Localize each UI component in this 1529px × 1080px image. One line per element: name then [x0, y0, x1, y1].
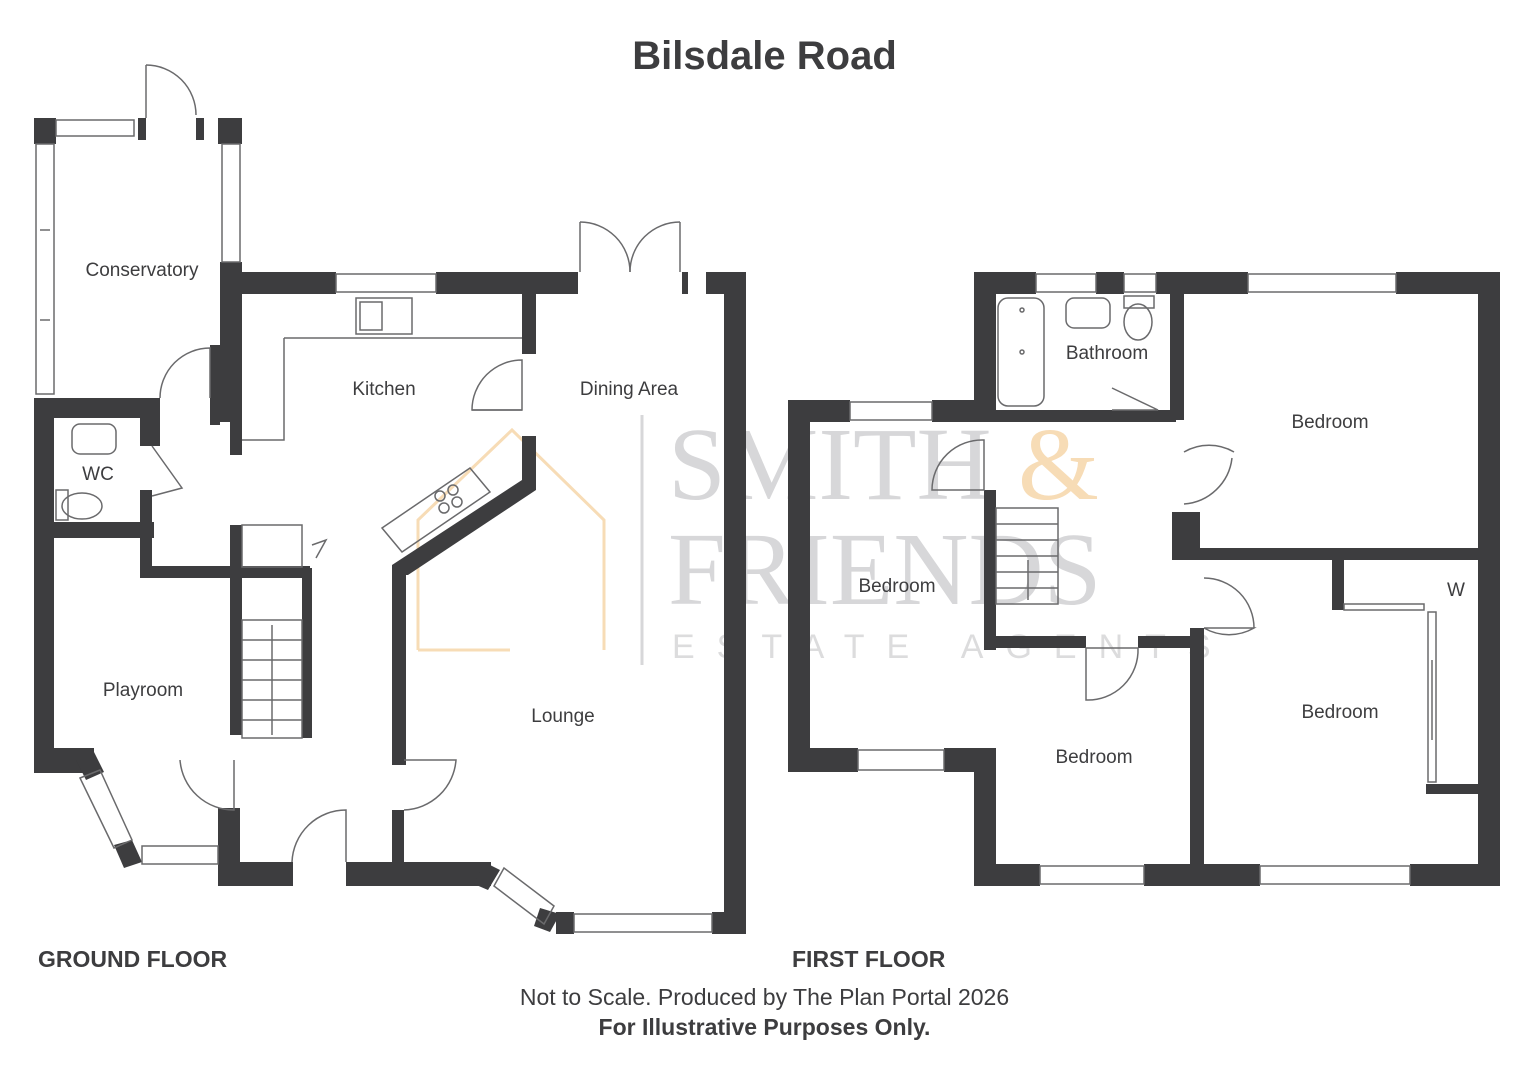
first-floor-label: FIRST FLOOR: [792, 946, 946, 972]
room-label-dining-area: Dining Area: [579, 379, 679, 400]
watermark-ampersand: &: [1018, 407, 1099, 522]
room-label-kitchen: Kitchen: [352, 379, 416, 400]
watermark-smith: SMITH: [668, 407, 992, 522]
windows-doors-ground: [35, 64, 713, 933]
room-label-wc: WC: [82, 464, 114, 485]
room-label-conservatory: Conservatory: [85, 260, 199, 281]
walls-first-floor: [788, 272, 1500, 886]
plan-title: Bilsdale Road: [632, 34, 897, 78]
windows-doors-first: [849, 273, 1437, 885]
ground-floor-label: GROUND FLOOR: [38, 946, 228, 972]
footer-illustrative-note: For Illustrative Purposes Only.: [598, 1014, 931, 1040]
room-label-bedroom-left: Bedroom: [858, 576, 936, 597]
room-label-bedroom-front-middle: Bedroom: [1055, 747, 1133, 768]
room-label-wardrobe: W: [1447, 580, 1465, 601]
footer-disclaimer: Not to Scale. Produced by The Plan Porta…: [519, 984, 1010, 1010]
room-label-playroom: Playroom: [102, 680, 184, 701]
watermark-estate-agents: ESTATE AGENTS: [672, 628, 1233, 666]
walls-ground-floor: [34, 118, 746, 934]
room-label-lounge: Lounge: [531, 706, 595, 727]
room-label-bedroom-rear-right: Bedroom: [1291, 412, 1369, 433]
room-label-bedroom-front-right: Bedroom: [1301, 702, 1379, 723]
room-label-bathroom: Bathroom: [1065, 343, 1149, 364]
